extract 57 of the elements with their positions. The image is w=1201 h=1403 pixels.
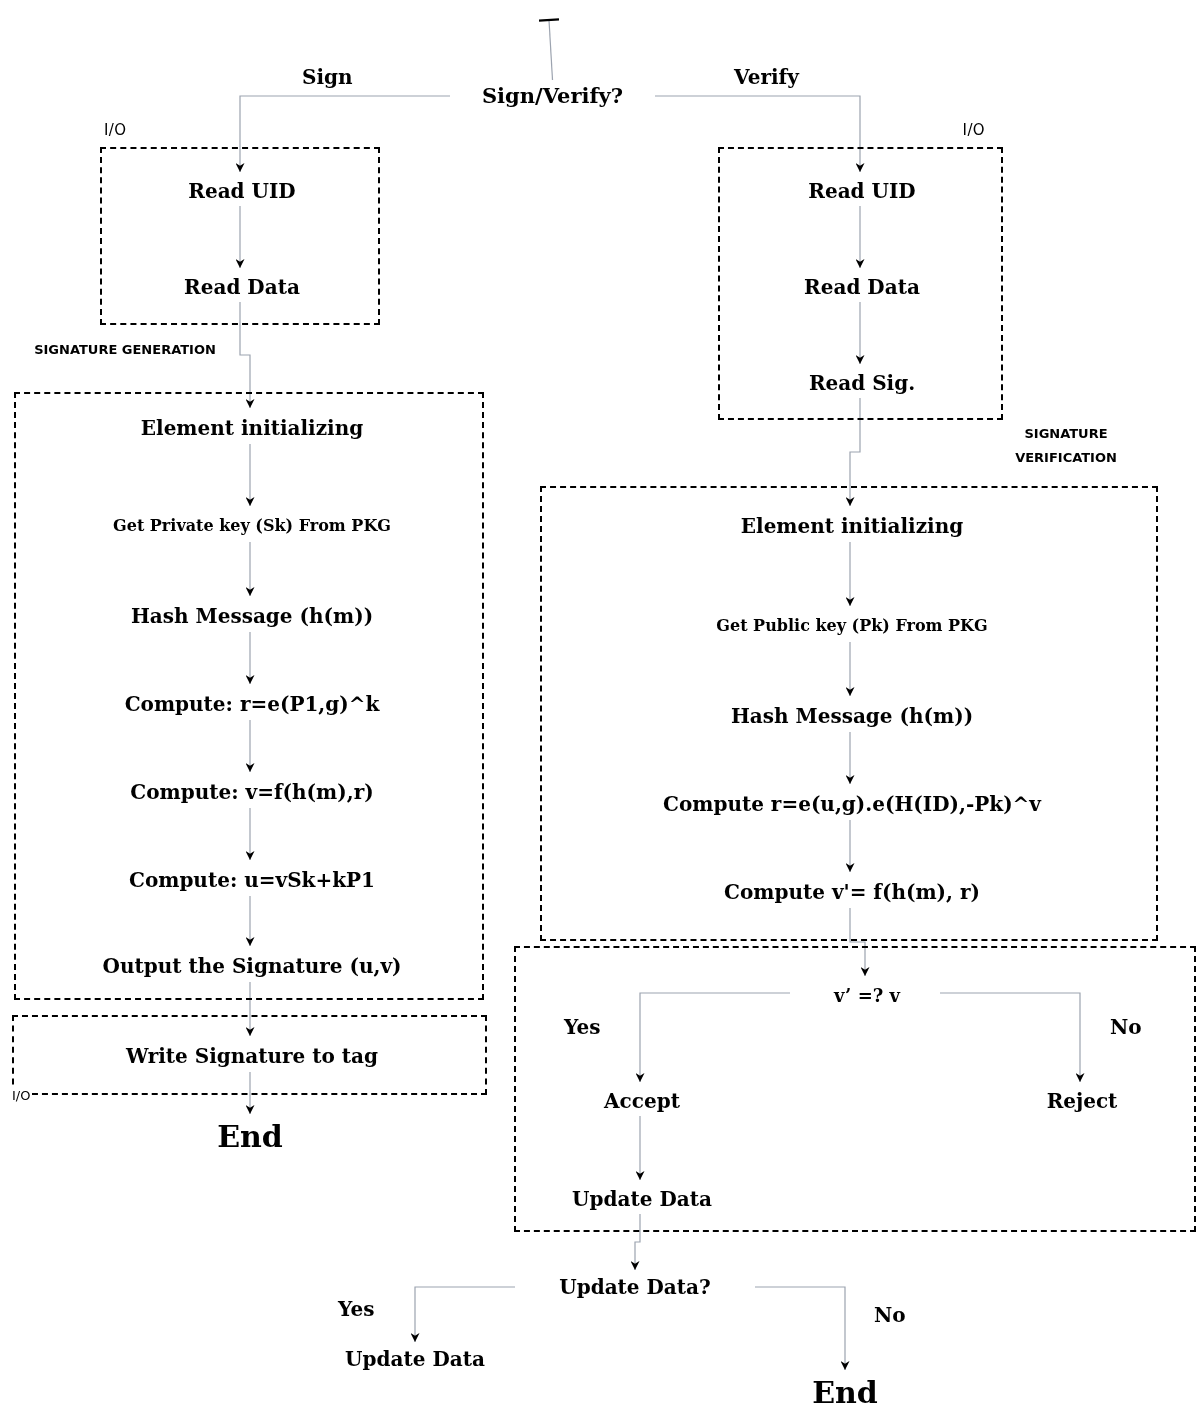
group-heading: I/O	[962, 120, 985, 141]
arrow	[410, 1286, 516, 1343]
step-text: Output the Signature (u,v)	[32, 948, 472, 984]
step-text: Read Sig.	[742, 366, 982, 400]
arrow	[235, 95, 451, 173]
step-text: Compute r=e(u,g).e(H(ID),-Pk)^v	[562, 786, 1142, 822]
step-text: v’ =? v	[792, 978, 942, 1012]
arrow	[235, 205, 245, 269]
step-text: Reject	[1012, 1084, 1152, 1118]
arrow	[239, 301, 255, 409]
step-text: Read UID	[742, 174, 982, 208]
arrow	[845, 541, 855, 607]
arrow	[845, 731, 855, 785]
group-heading: SIGNATURE VERIFICATION	[1014, 425, 1118, 467]
step-text: Get Public key (Pk) From PKG	[562, 608, 1142, 644]
group-heading: I/O	[104, 120, 127, 141]
arrow	[245, 443, 255, 507]
arrow	[754, 1286, 850, 1371]
step-text: Element initializing	[562, 508, 1142, 544]
arrow	[855, 301, 865, 365]
step-text: Read Data	[742, 270, 982, 304]
arrow	[845, 819, 855, 873]
step-text: Update Data	[532, 1182, 752, 1216]
arrow	[245, 895, 255, 947]
arrow	[245, 1071, 255, 1115]
step-text: Update Data?	[515, 1270, 755, 1304]
step-text: Hash Message (h(m))	[32, 598, 472, 634]
step-text: End	[185, 1114, 315, 1158]
arrow	[635, 992, 791, 1083]
arrow	[849, 907, 870, 977]
group-heading: SIGNATURE GENERATION	[33, 341, 217, 359]
step-text: Compute: v=f(h(m),r)	[32, 774, 472, 810]
step-text: Compute: r=e(P1,g)^k	[32, 686, 472, 722]
arrow	[635, 1115, 645, 1181]
arrow	[245, 981, 255, 1037]
arrow	[245, 541, 255, 597]
step-text: End	[785, 1370, 905, 1403]
arrow	[245, 719, 255, 773]
step-text: Sign/Verify?	[450, 80, 655, 112]
step-text: Hash Message (h(m))	[562, 698, 1142, 734]
step-text: Accept	[572, 1084, 712, 1118]
step-text: Get Private key (Sk) From PKG	[32, 508, 472, 544]
step-text: Read UID	[132, 174, 352, 208]
step-text: Update Data	[300, 1342, 530, 1376]
arrow	[845, 641, 855, 697]
arrow	[654, 95, 865, 173]
arrow	[939, 992, 1085, 1083]
arrow	[245, 807, 255, 861]
step-text: Write Signature to tag	[32, 1038, 472, 1074]
step-text: Element initializing	[32, 410, 472, 446]
step-text: Read Data	[132, 270, 352, 304]
arrow	[855, 205, 865, 269]
arrow	[845, 397, 861, 507]
step-text: Compute: u=vSk+kP1	[32, 862, 472, 898]
arrow	[630, 1213, 641, 1271]
step-text: Compute v'= f(h(m), r)	[562, 874, 1142, 910]
arrow	[245, 631, 255, 685]
